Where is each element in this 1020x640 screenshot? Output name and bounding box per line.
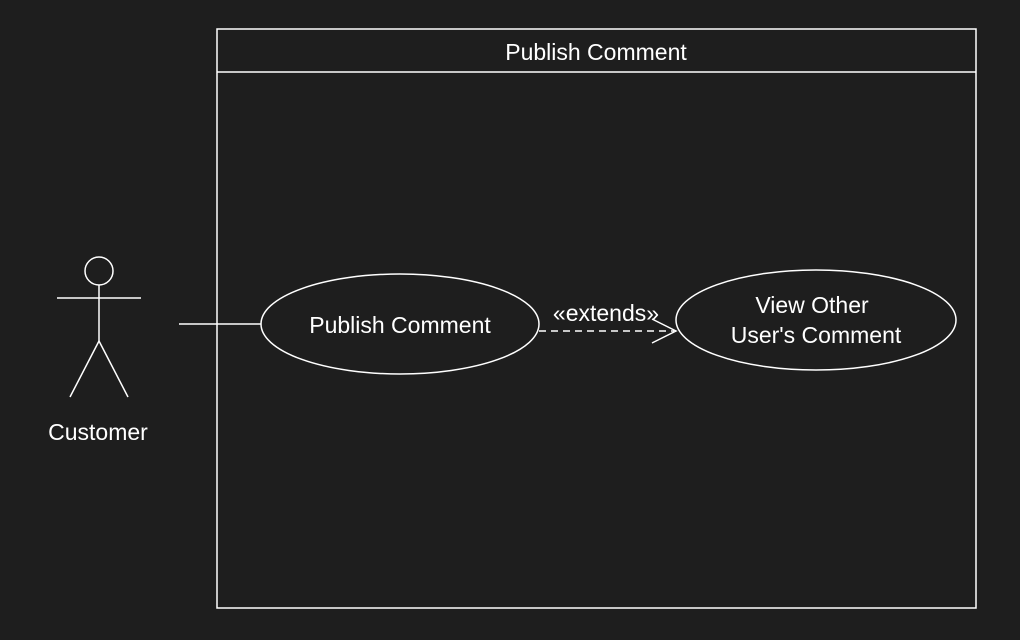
actor-label: Customer: [48, 419, 148, 445]
actor-customer[interactable]: Customer: [48, 256, 148, 445]
use-case-publish-comment[interactable]: Publish Comment: [260, 273, 540, 375]
use-case-view-other-comment[interactable]: View Other User's Comment: [675, 269, 957, 371]
use-case-publish-comment-ellipse: [260, 273, 540, 375]
system-boundary-frame: [216, 28, 977, 609]
extends-label: «extends»: [553, 300, 659, 326]
actor-left-leg: [69, 340, 100, 398]
system-boundary: Publish Comment: [216, 28, 977, 609]
extends-relationship: «extends»: [539, 300, 678, 344]
use-case-view-other-comment-ellipse: [675, 269, 957, 371]
stick-figure-icon: [57, 256, 141, 398]
use-case-view-other-label-line1: View Other: [755, 292, 869, 318]
use-case-view-other-label-line2: User's Comment: [731, 322, 902, 348]
use-case-publish-comment-label: Publish Comment: [309, 312, 491, 338]
actor-right-leg: [98, 340, 129, 398]
system-title: Publish Comment: [505, 39, 687, 65]
arrowhead-icon: [651, 318, 678, 344]
actor-head: [84, 256, 114, 286]
